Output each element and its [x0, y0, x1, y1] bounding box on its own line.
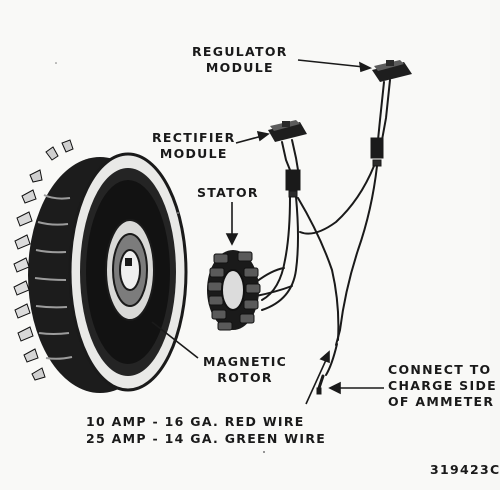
stator-label: STATOR — [197, 185, 259, 200]
magnetic-rotor-label-line1: MAGNETIC — [203, 354, 288, 369]
magnetic-rotor-flywheel — [13, 139, 188, 393]
ring-gear-teeth — [13, 139, 74, 381]
magnetic-rotor-label-line2: ROTOR — [217, 370, 273, 385]
rectifier-label-line2: MODULE — [159, 146, 228, 161]
leader-lines — [151, 59, 384, 405]
wire-10amp-label: 10 AMP - 16 GA. RED WIRE — [86, 414, 305, 429]
rectifier-module-label: RECTIFIER MODULE — [152, 130, 236, 162]
wire-25amp-label: 25 AMP - 14 GA. GREEN WIRE — [86, 431, 327, 446]
regulator-module-label: REGULATOR MODULE — [192, 44, 288, 76]
rectifier-module — [268, 120, 307, 142]
rectifier-label-line1: RECTIFIER — [152, 130, 236, 145]
regulator-module — [372, 60, 412, 82]
regulator-label-line1: REGULATOR — [192, 44, 288, 59]
stator — [207, 250, 261, 331]
magnetic-rotor-label: MAGNETIC ROTOR — [203, 354, 287, 386]
regulator-label-line2: MODULE — [205, 60, 274, 75]
connect-label-line2: CHARGE SIDE — [388, 378, 497, 393]
connect-label-line3: OF AMMETER — [388, 394, 495, 409]
part-number: 319423C — [430, 462, 500, 477]
scan-specks — [55, 62, 265, 453]
wiring-harness — [255, 79, 391, 395]
connect-to-ammeter-label: CONNECT TO CHARGE SIDE OF AMMETER — [388, 362, 497, 410]
connect-label-line1: CONNECT TO — [388, 362, 492, 377]
